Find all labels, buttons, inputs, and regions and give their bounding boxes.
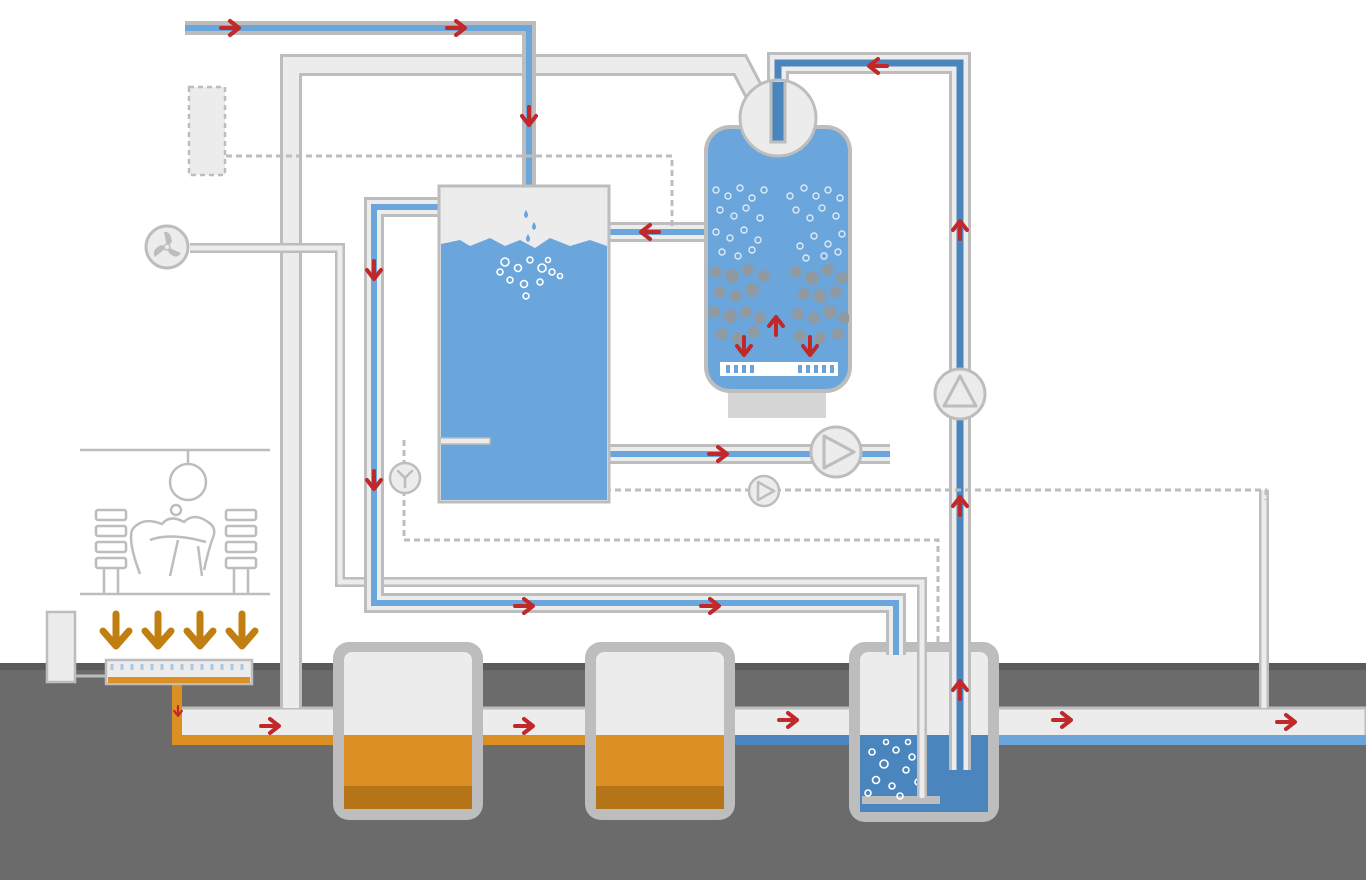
slurry-pit xyxy=(45,610,254,686)
small-pump-icon xyxy=(747,474,781,508)
stable-barn xyxy=(80,448,270,596)
filter-valve-icon xyxy=(388,461,422,495)
storage-bubbles xyxy=(496,256,564,300)
manure-drop-arrows xyxy=(103,614,255,646)
biofilter-column xyxy=(704,78,852,418)
storage-tank xyxy=(437,184,611,504)
settling-tank-2 xyxy=(585,642,735,820)
ventilation-fan-icon xyxy=(144,224,190,270)
circulation-pump-icon xyxy=(933,367,987,421)
water-drops xyxy=(524,210,536,242)
control-cabinet xyxy=(187,85,227,177)
settling-tank-1 xyxy=(333,642,483,820)
dosing-pump-icon xyxy=(809,425,863,479)
